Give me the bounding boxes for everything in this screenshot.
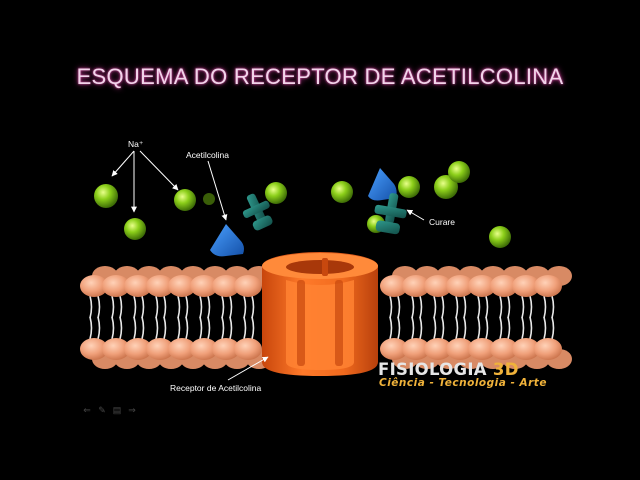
- pen-icon[interactable]: ✎: [97, 405, 107, 415]
- lipid-tail: [456, 296, 458, 318]
- lipid-tail: [200, 317, 202, 339]
- lipid-tail: [464, 296, 466, 318]
- lipid-tail: [230, 317, 232, 339]
- lipid-tail: [544, 296, 546, 318]
- lipid-tail: [156, 317, 158, 339]
- lipid-tail: [412, 296, 414, 318]
- lipid-tail: [222, 317, 224, 339]
- lipid-tail: [134, 317, 136, 339]
- lipid-tail: [486, 296, 488, 318]
- lipid-tail: [390, 317, 392, 339]
- lipid-tail: [412, 317, 414, 339]
- sodium-ion: [331, 181, 353, 203]
- lipid-tail: [230, 296, 232, 318]
- lipid-tail: [442, 317, 444, 339]
- lipid-tail: [98, 317, 100, 339]
- forward-arrow-icon[interactable]: ⇒: [127, 405, 137, 415]
- sodium-ion: [265, 182, 287, 204]
- lipid-tail: [98, 296, 100, 318]
- lipid-tail: [552, 296, 554, 318]
- lipid-tail: [178, 296, 180, 318]
- lipid-tail: [530, 296, 532, 318]
- lipid-head: [534, 275, 562, 297]
- lipid-tail: [90, 296, 92, 318]
- sodium-ion: [124, 218, 146, 240]
- lipid-tail: [508, 296, 510, 318]
- sodium-ion: [489, 226, 511, 248]
- lipid-head: [234, 338, 262, 360]
- lipid-tail: [464, 317, 466, 339]
- lipid-tail: [252, 296, 254, 318]
- lipid-tail: [186, 317, 188, 339]
- lipid-tail: [120, 296, 122, 318]
- lipid-tail: [478, 296, 480, 318]
- lipid-tail: [164, 296, 166, 318]
- lipid-tail: [398, 317, 400, 339]
- lipid-tail: [156, 296, 158, 318]
- lipid-tail: [522, 317, 524, 339]
- lipid-tail: [222, 296, 224, 318]
- receptor-label: Receptor de Acetilcolina: [170, 383, 261, 393]
- lipid-tail: [420, 317, 422, 339]
- lipid-tail: [442, 296, 444, 318]
- lipid-tail: [178, 317, 180, 339]
- sodium-ion: [448, 161, 470, 183]
- sodium-ions: [94, 161, 511, 248]
- lipid-tail: [120, 317, 122, 339]
- lipid-tail: [398, 296, 400, 318]
- curare-label: Curare: [429, 217, 455, 227]
- lipid-tail: [208, 317, 210, 339]
- lipid-tail: [552, 317, 554, 339]
- lipid-tail: [478, 317, 480, 339]
- slide-title: ESQUEMA DO RECEPTOR DE ACETILCOLINA: [0, 64, 640, 90]
- lipid-tail: [134, 296, 136, 318]
- lipid-head: [534, 338, 562, 360]
- lipid-tail: [208, 296, 210, 318]
- lipid-tail: [200, 296, 202, 318]
- lipid-head: [234, 275, 262, 297]
- back-arrow-icon[interactable]: ⇐: [82, 405, 92, 415]
- sodium-ion: [398, 176, 420, 198]
- lipid-tail: [186, 296, 188, 318]
- lipid-tail: [456, 317, 458, 339]
- acetylcholine-receptor: [262, 252, 378, 376]
- slides-menu-icon[interactable]: ▤: [112, 405, 122, 415]
- acetylcholine-label: Acetilcolina: [186, 150, 229, 160]
- lipid-tail: [112, 317, 114, 339]
- lipid-tail: [500, 317, 502, 339]
- lipid-tail: [164, 317, 166, 339]
- lipid-tail: [252, 317, 254, 339]
- acetylcholine-molecule: [210, 224, 244, 256]
- lipid-tail: [522, 296, 524, 318]
- lipid-tail: [142, 296, 144, 318]
- lipid-tail: [142, 317, 144, 339]
- sodium-ion: [174, 189, 196, 211]
- lipid-tail: [434, 296, 436, 318]
- lipid-tail: [90, 317, 92, 339]
- sodium-label: Na⁺: [128, 139, 143, 150]
- lipid-tail: [530, 317, 532, 339]
- lipid-tail: [508, 317, 510, 339]
- lipid-tail: [390, 296, 392, 318]
- lipid-tail: [112, 296, 114, 318]
- slideshow-controls: ⇐ ✎ ▤ ⇒: [82, 405, 137, 415]
- sodium-ion: [203, 193, 215, 205]
- lipid-tail: [500, 296, 502, 318]
- lipid-tail: [544, 317, 546, 339]
- sodium-ion: [94, 184, 118, 208]
- lipid-tail: [420, 296, 422, 318]
- lipid-tail: [434, 317, 436, 339]
- lipid-tail: [244, 296, 246, 318]
- lipid-tail: [244, 317, 246, 339]
- brand-tagline: Ciência - Tecnologia - Arte: [379, 377, 547, 389]
- lipid-tail: [486, 317, 488, 339]
